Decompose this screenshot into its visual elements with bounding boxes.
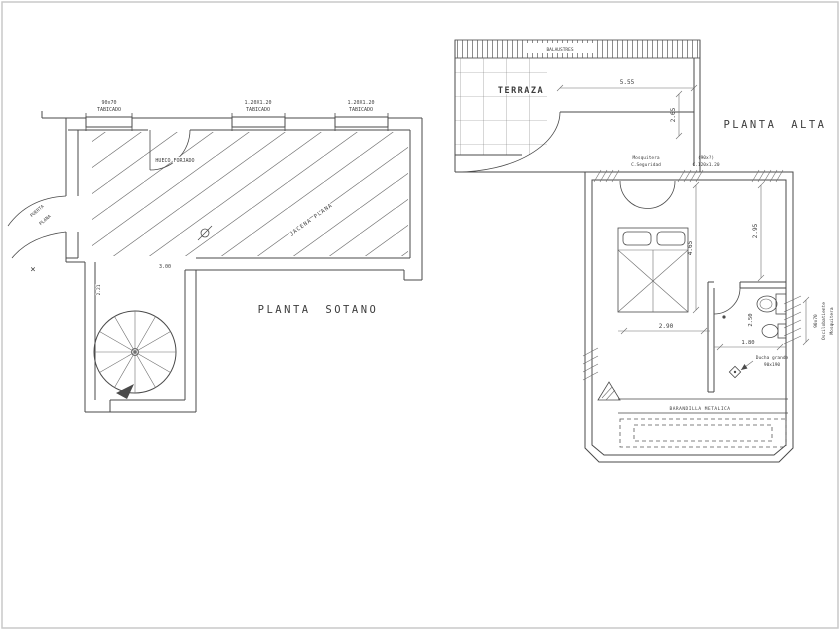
railing-band: BARANDILLA METALICA [618,398,788,414]
sotano-window-3: 1.20X1.20 TABICADO [334,100,389,131]
toilet-symbol [756,293,787,315]
sotano-hatch-area [92,132,408,256]
terrace-arc [456,111,561,173]
balustrade-label-bg [527,43,593,53]
sotano-title: PLANTA SOTANO [258,304,379,316]
side-label-line1: 90x70 [813,314,819,328]
window-label-line1: Mosquitera [632,155,659,161]
terraza-label: TERRAZA [498,86,544,96]
sink-symbol [761,323,787,339]
side-label-line3: Mosquitera [829,307,835,334]
dim-295-text: 2.95 [752,223,759,238]
sotano-plan: PUERTA PLANA 90x70 TABICADO 1.20X1.20 TA… [7,100,423,413]
bathroom-walls [707,281,786,393]
sotano-dim-2-21: 2.21 [96,284,102,295]
window2-label-line1: (90x?) [698,155,714,161]
sotano-entry-curves [7,195,67,259]
window-swing-arcs [619,180,676,209]
balcony-dashed-outline [619,418,787,448]
dim-295: 2.95 [752,181,765,282]
pillow-right [656,231,686,246]
window1-note-label: TABICADO [97,107,121,113]
dim-290: 2.90 [618,322,710,335]
window1-size-label: 90x70 [101,100,116,106]
door-knob-dot [722,315,726,319]
dim-465: 4.65 [687,181,700,314]
bedroom-outer-wall [584,171,794,463]
stair-direction-arrow [116,384,134,399]
dim-465-text: 4.65 [687,240,694,255]
window3-size-label: 1.20X1.20 [347,100,374,106]
window-label-line2: C.Seguridad [631,162,661,168]
stair-triangle [597,381,621,401]
shower-drain-symbol [728,365,742,379]
terrace-walls [454,40,701,173]
terrace-dim-265: 2.65 [670,90,683,140]
alta-title: PLANTA ALTA [723,119,826,131]
dim-555-text: 5.55 [620,79,635,86]
sotano-window-1: 90x70 TABICADO [85,100,133,131]
side-window-annotation: 90x70 Oscilobatiente Mosquitera [802,296,835,346]
balcony-dashed-inner [633,424,773,442]
terrace-tiles [455,58,547,155]
sotano-entry-label-line2: PLANA [38,213,52,226]
ducha-label-line1: Ducha grande [756,355,789,361]
railing-label-bg [644,403,756,412]
window2-note-label: TABICADO [246,107,270,113]
window2-size-label: 1.20X1.20 [244,100,271,106]
bedroom-inner-wall [591,179,787,456]
barandilla-label: BARANDILLA METALICA [670,406,731,412]
drain-symbol [197,225,213,241]
sotano-dim-3-00: 3.00 [159,264,171,270]
dim-250-text: 2.50 [748,313,754,326]
sotano-window-2: 1.20X1.20 TABICADO [231,100,286,131]
dim-290-text: 2.90 [659,323,674,330]
wall-opening-ticks [582,169,802,381]
window2-label-line2: C.120x1.20 [692,162,719,168]
alta-plan: BALAUSTRES TERRAZA 5.55 2.65 Mosquitera … [454,39,835,463]
bathroom-door-arc [713,287,741,315]
balaustres-label: BALAUSTRES [546,47,573,53]
shower-callout: Ducha grande 90x190 [740,355,789,371]
sotano-x-mark: × [30,265,35,275]
spiral-staircase [93,310,177,399]
dim-180: 1.80 [714,339,786,351]
sotano-door-arc [149,129,191,171]
pillow-left [622,231,652,246]
dim-265-text: 2.65 [670,107,677,122]
side-label-line2: Oscilobatiente [821,302,827,340]
window3-note-label: TABICADO [349,107,373,113]
terrace-dim-555: 5.55 [556,79,698,92]
callout-arrowhead [741,364,748,370]
ducha-label-line2: 90x190 [764,362,781,368]
dim-180-text: 1.80 [741,340,754,346]
sotano-entry-label-line1: PUERTA [29,204,46,219]
hueco-forjado-label: HUECO FORJADO [155,158,194,164]
bed-symbol [617,227,689,313]
